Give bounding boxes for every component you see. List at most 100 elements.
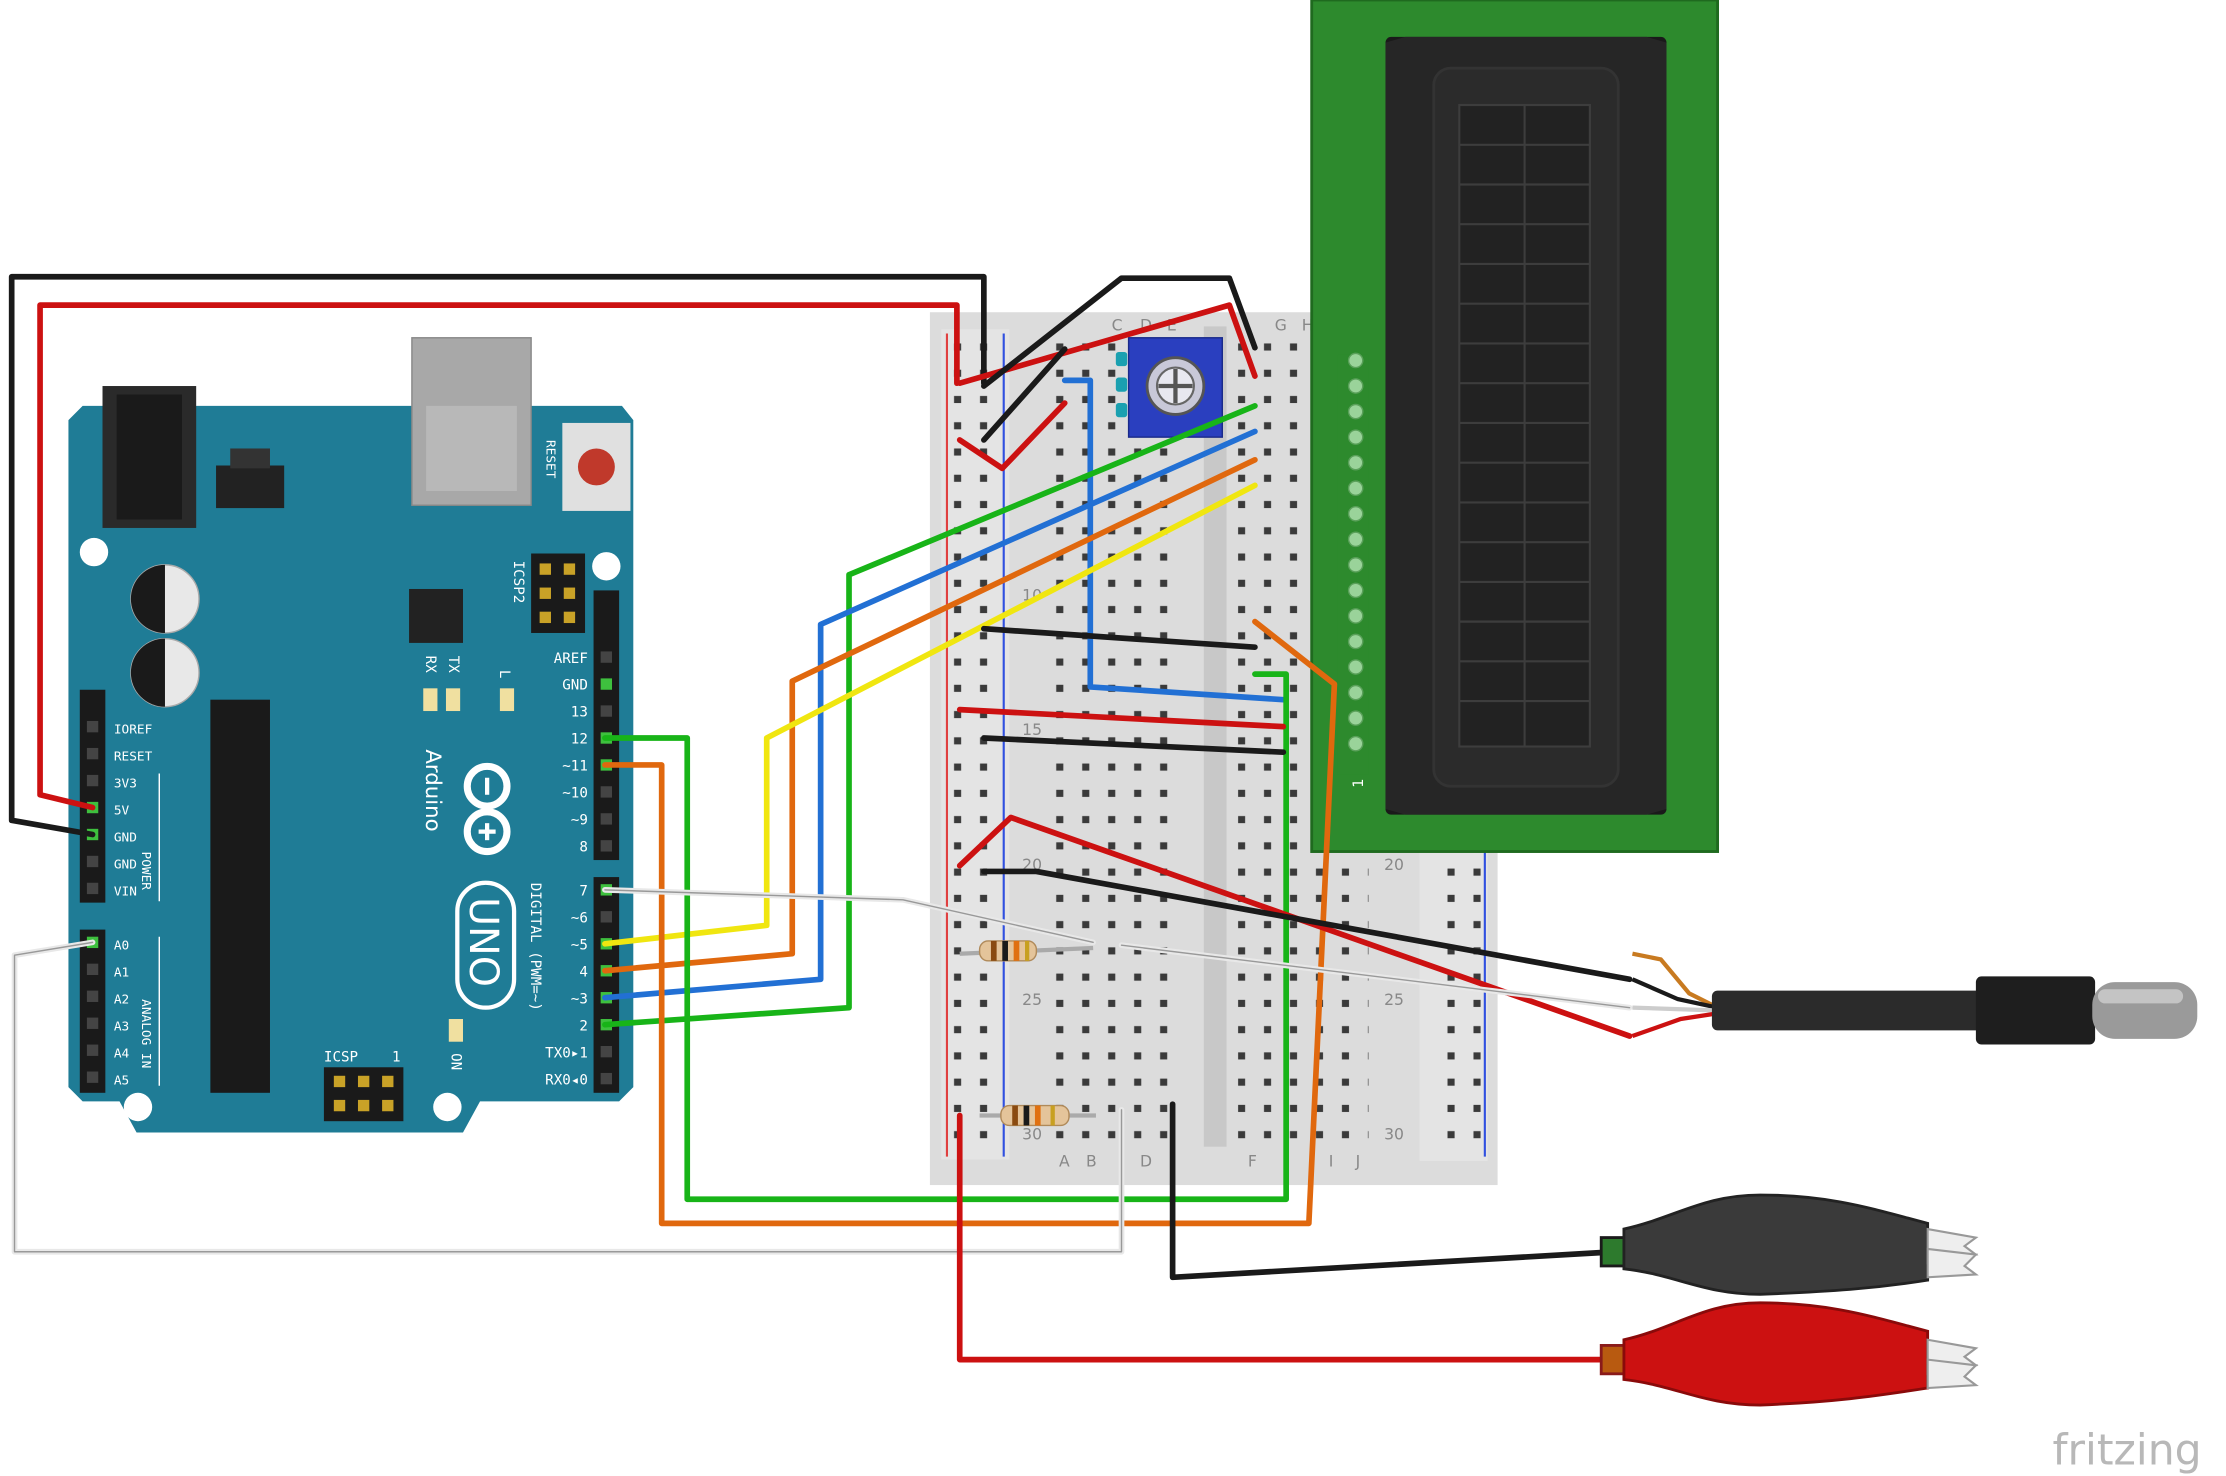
reset-button[interactable]: [577, 448, 615, 486]
wire-top-black-2[interactable]: [981, 346, 1068, 443]
wire-top-black-1[interactable]: [981, 275, 1258, 389]
row-label-20-right: 20: [1384, 856, 1404, 874]
lcd-character-cells: [1458, 103, 1591, 748]
pin-11: ~11: [562, 759, 588, 775]
left-rail-holes: [951, 340, 1003, 1150]
row-label-30-right: 30: [1384, 1126, 1404, 1144]
temperature-probe: [1631, 951, 2198, 1045]
mounting-hole-2: [592, 552, 621, 581]
wire-top-red-2[interactable]: [956, 400, 1068, 472]
wire-pot-blue[interactable]: [1061, 377, 1287, 703]
right-rail-holes: [1433, 860, 1485, 1144]
pin-10: ~10: [562, 786, 588, 802]
icsp-header: [323, 1067, 404, 1122]
pin-a5: A5: [114, 1073, 129, 1088]
power-jack-inner: [116, 394, 182, 520]
pin-ioref: IOREF: [114, 723, 152, 738]
voltage-regulator: [216, 465, 285, 509]
lcd-pin-one-label: 1: [1351, 779, 1367, 788]
regulator-tab: [230, 448, 270, 469]
pin-7: 7: [579, 884, 588, 900]
probe-cable: [1711, 990, 1982, 1031]
wire-pin4-orange[interactable]: [602, 456, 1258, 974]
icsp-one-label: 1: [392, 1050, 401, 1066]
pin-gnd-1: GND: [114, 831, 137, 846]
pin-4: 4: [579, 964, 588, 980]
col-label-c: C: [1112, 317, 1123, 335]
reset-label: RESET: [543, 440, 558, 479]
wire-pin12-green[interactable]: [602, 671, 1289, 1203]
wire-top-red-1[interactable]: [956, 302, 1258, 387]
pin-a0: A0: [114, 938, 129, 953]
pin-8: 8: [579, 840, 588, 856]
digital-header-bottom: [593, 877, 620, 1093]
icsp2-pins: [539, 563, 576, 624]
usb-chip: [409, 588, 463, 643]
pin-a4: A4: [114, 1046, 130, 1061]
wire-bb-red-1[interactable]: [956, 706, 1287, 730]
wire-probe-red[interactable]: [956, 814, 1633, 1039]
col-label-g: G: [1275, 317, 1287, 335]
row-label-15: 15: [1022, 721, 1042, 739]
pin-a3: A3: [114, 1019, 129, 1034]
l-label: L: [496, 670, 512, 679]
led-on: [448, 1019, 463, 1042]
rx-label: RX: [422, 656, 438, 674]
wire-pin3-blue[interactable]: [602, 428, 1258, 1001]
wire-clip-red[interactable]: [956, 1112, 1619, 1363]
pin-gnd-2: GND: [114, 858, 137, 873]
led-l: [499, 688, 515, 712]
led-tx: [423, 688, 438, 712]
arduino-board: [68, 405, 634, 1133]
alligator-clip-black[interactable]: [1599, 1193, 1979, 1296]
row-label-25: 25: [1022, 991, 1042, 1009]
fritzing-watermark: fritzing: [2053, 1426, 2202, 1476]
pin-aref: AREF: [554, 651, 588, 667]
power-pin-labels: IOREF RESET 3V3 5V GND GND VIN A0 A1 A2 …: [114, 723, 153, 1089]
capacitor-1: [130, 564, 200, 634]
atmega-chip: [210, 699, 270, 1093]
potentiometer[interactable]: [1115, 337, 1223, 438]
pin-a2: A2: [114, 992, 129, 1007]
resistor-1[interactable]: [959, 940, 1094, 962]
power-label: POWER: [138, 852, 153, 891]
icsp-pins: [333, 1075, 394, 1112]
wire-probe-black[interactable]: [981, 868, 1633, 983]
alligator-clip-red[interactable]: [1599, 1301, 1979, 1407]
uno-outline: [455, 880, 517, 1010]
on-label: ON: [448, 1053, 464, 1070]
resistor-2[interactable]: [979, 1104, 1096, 1127]
icsp-label: ICSP: [324, 1050, 358, 1066]
col-label-i-bottom: I: [1329, 1153, 1334, 1171]
analog-label: ANALOG IN: [138, 999, 153, 1068]
wire-bb-black-1[interactable]: [981, 625, 1258, 651]
col-label-a-bottom: A: [1059, 1153, 1070, 1171]
pin-a1: A1: [114, 965, 129, 980]
mounting-hole-1: [79, 537, 109, 567]
arduino-logo: [463, 762, 511, 856]
wire-clip-black[interactable]: [1169, 1101, 1619, 1281]
col-label-e: E: [1167, 317, 1177, 335]
wire-bb-black-2[interactable]: [981, 735, 1287, 756]
pin-1: TX0▸1: [545, 1045, 588, 1061]
pin-12: 12: [571, 732, 588, 748]
col-label-d-bottom: D: [1140, 1153, 1152, 1171]
wire-pin2-green[interactable]: [602, 403, 1258, 1028]
col-label-b-bottom: B: [1086, 1153, 1097, 1171]
wire-pin11-orange[interactable]: [602, 618, 1338, 1227]
mounting-hole-4: [433, 1092, 462, 1122]
mounting-hole-3: [123, 1092, 153, 1122]
probe-sleeve: [1975, 976, 2096, 1045]
wire-gnd-black[interactable]: [8, 273, 987, 838]
wire-a0-white-outline: [13, 941, 1123, 1253]
center-channel: [1203, 326, 1227, 1147]
pin-9: ~9: [571, 813, 588, 829]
pin-gnd-digital: GND: [562, 678, 588, 694]
wire-5v-red[interactable]: [37, 302, 960, 811]
pin-reset: RESET: [114, 750, 153, 765]
probe-lead-black: [1631, 977, 1719, 1010]
col-label-h: H: [1302, 317, 1314, 335]
lcd-pin-header: [1337, 352, 1369, 775]
usb-inner: [426, 405, 517, 492]
icsp2-header: [531, 553, 586, 633]
